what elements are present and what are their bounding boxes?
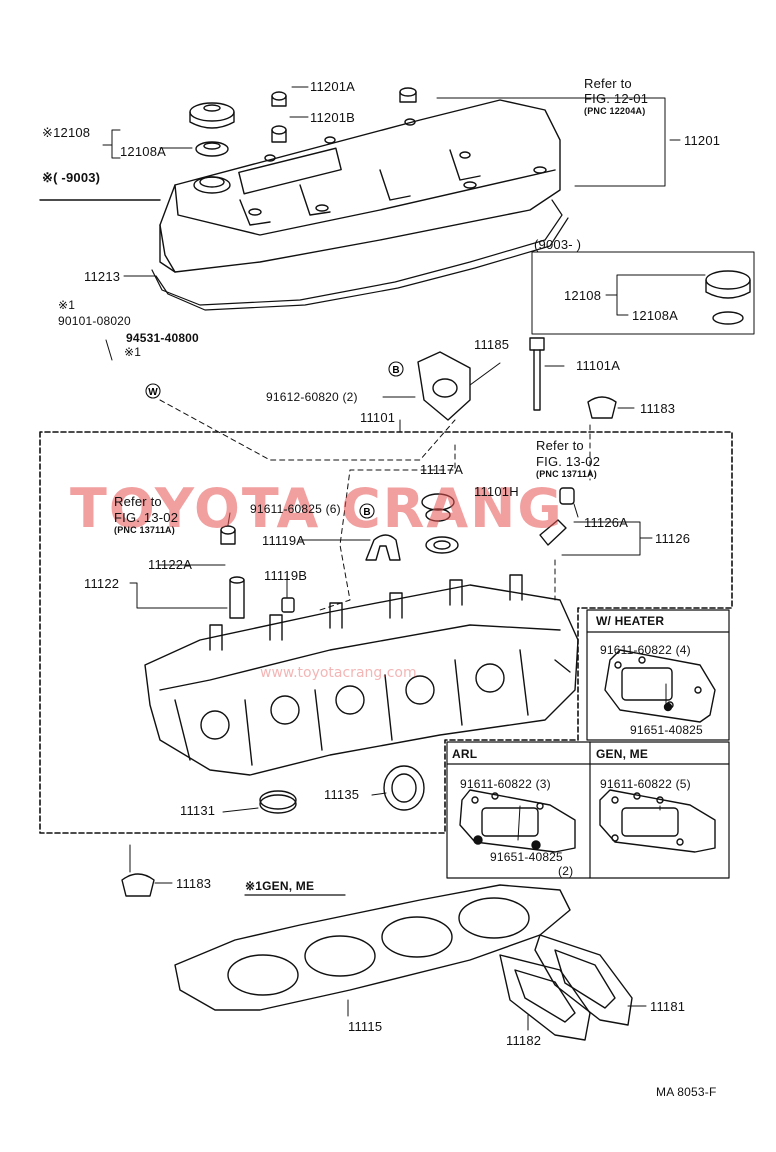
part-label: ※12108 [42, 125, 91, 140]
part-label: 11182 [506, 1033, 542, 1048]
heater-gasket-drawing [604, 649, 716, 723]
water-outlet-drawing [417, 351, 471, 421]
diagram-code: MA 8053-F [656, 1085, 717, 1099]
part-label: 11213 [84, 269, 121, 284]
part-label: 11122A [148, 557, 193, 572]
plug-bottom-drawing [121, 873, 155, 897]
part-label: 11135 [324, 787, 360, 802]
part-label: 91611-60822 (5) [600, 777, 691, 791]
part-label: 11201A [310, 79, 356, 94]
circle-letter-b: B [363, 507, 370, 518]
part-label: 12108A [632, 308, 679, 323]
part-label: 90101-08020 [58, 314, 131, 328]
part-label: 11183 [176, 876, 212, 891]
part-label: 11201 [684, 133, 721, 148]
watermark-url: www.toyotacrang.com [260, 665, 417, 681]
reference-fig: FIG. 13-02 [114, 510, 179, 525]
part-label: 11185 [474, 337, 510, 352]
reference-text: Refer to [114, 494, 162, 509]
part-label: 91611-60825 (6) [250, 502, 341, 516]
box-title: GEN, ME [596, 747, 649, 761]
reference-fig: FIG. 12-01 [584, 91, 649, 106]
guide-drawing [220, 525, 295, 619]
part-label: 11126 [655, 531, 691, 546]
cylinder-head-drawing [144, 574, 579, 776]
reference-pnc: (PNC 13711A) [536, 469, 597, 479]
part-label: (2) [558, 864, 574, 878]
genme-gasket-drawing [599, 789, 716, 853]
date-range-label: ※( -9003) [42, 170, 101, 185]
reference-pnc: (PNC 13711A) [114, 525, 175, 535]
oil-cap-right-drawing [705, 270, 751, 325]
note-label: ※1GEN, ME [245, 879, 315, 893]
watermark-text: TOYOTA CRANG [70, 477, 564, 540]
grommet-drawing [271, 87, 417, 143]
part-label: 11201B [310, 110, 356, 125]
part-label: 11101A [576, 358, 621, 373]
part-label: 11101H [474, 484, 519, 499]
head-gasket-drawing [174, 884, 571, 1011]
box-title: W/ HEATER [596, 614, 665, 628]
oil-cap-drawing [189, 102, 235, 157]
seal-drawing [421, 493, 459, 554]
part-label: 91651-40825 [630, 723, 703, 737]
part-label: 91651-40825 [490, 850, 563, 864]
reference-fig: FIG. 13-02 [536, 454, 601, 469]
part-label: 11117A [420, 462, 464, 477]
part-label: 91611-60822 (4) [600, 643, 691, 657]
valve-cover-drawing [151, 99, 569, 311]
part-label: 11119B [264, 568, 308, 583]
circle-letter-b: B [392, 365, 399, 376]
oil-seal-drawing [259, 765, 425, 814]
manifold-gasket-drawing [499, 934, 633, 1041]
part-label: 11119A [262, 533, 306, 548]
head-bolt-drawing [529, 337, 545, 411]
part-label: 11126A [584, 515, 629, 530]
note-mark: ※1 [124, 345, 142, 359]
part-label: 91611-60822 (3) [460, 777, 551, 791]
box-title: ARL [452, 747, 478, 761]
plug-top-drawing [587, 396, 617, 419]
circle-letter-w: W [148, 387, 158, 398]
clamp-drawing [365, 534, 401, 561]
part-label: 12108 [564, 288, 602, 303]
part-label: 11183 [640, 401, 676, 416]
part-label: 91612-60820 (2) [266, 390, 358, 404]
part-label: 11181 [650, 999, 686, 1014]
reference-pnc: (PNC 12204A) [584, 106, 646, 116]
nozzle-drawing [539, 487, 575, 546]
part-label: 11101 [360, 410, 396, 425]
reference-text: Refer to [584, 76, 632, 91]
note-mark: ※1 [58, 298, 76, 312]
part-label: 12108A [120, 144, 167, 159]
arl-gasket-drawing [459, 789, 576, 853]
part-label: 94531-40800 [126, 331, 199, 345]
part-label: 11115 [348, 1019, 383, 1034]
reference-text: Refer to [536, 438, 584, 453]
date-range-label: (9003- ) [534, 237, 582, 252]
part-label: 11131 [180, 803, 216, 818]
part-label: 11122 [84, 576, 120, 591]
